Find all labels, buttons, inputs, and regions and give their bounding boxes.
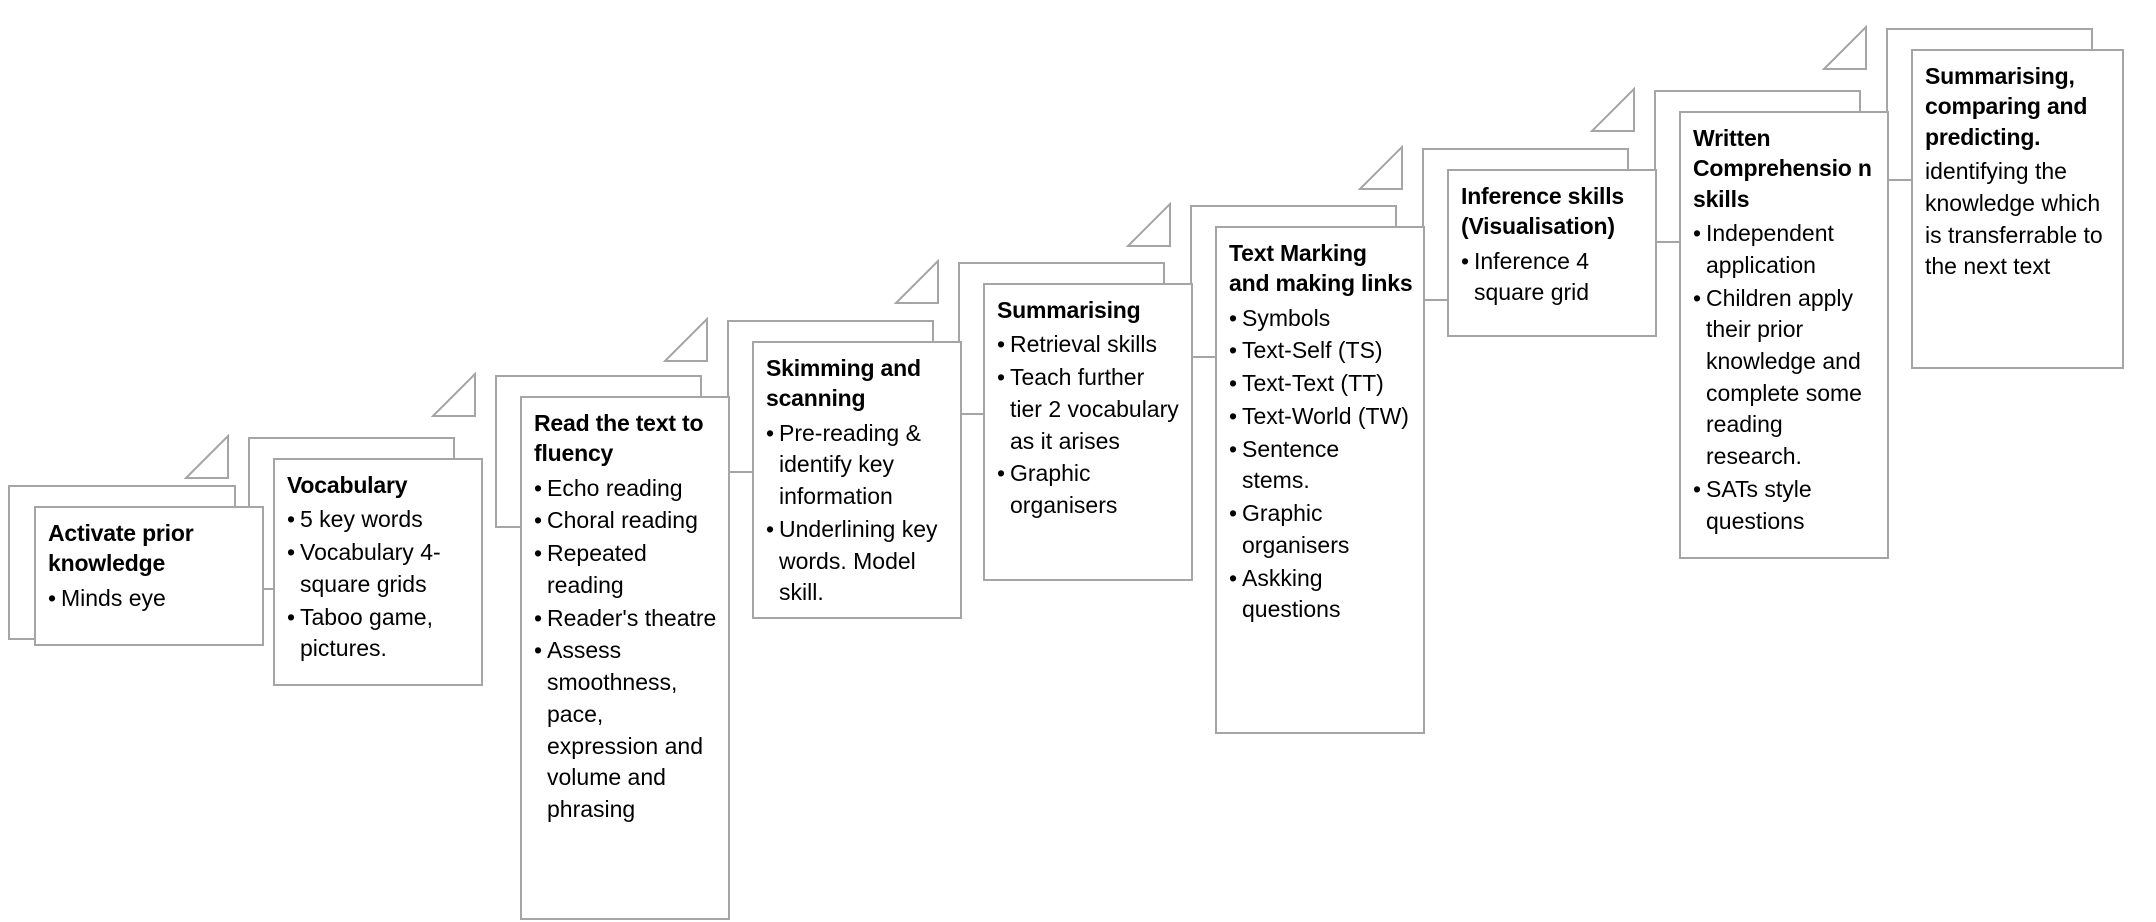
step-6[interactable]: Text Marking and making links Symbols Te…: [1126, 202, 1425, 735]
step-7-bullets: Inference 4 square grid: [1461, 246, 1645, 309]
bullet-item: Inference 4 square grid: [1461, 246, 1645, 309]
step-3-title: Read the text to fluency: [534, 410, 704, 467]
bullet-item: Minds eye: [48, 583, 252, 615]
bullet-item: Vocabulary 4-square grids: [287, 537, 471, 600]
bullet-item: Assess smoothness, pace, expression and …: [534, 635, 718, 825]
step-4[interactable]: Skimming and scanning Pre-reading & iden…: [663, 317, 962, 620]
step-2[interactable]: Vocabulary 5 key words Vocabulary 4-squa…: [184, 434, 483, 687]
step-1[interactable]: Activate prior knowledge Minds eye: [8, 485, 264, 646]
bullet-item: SATs style questions: [1693, 474, 1877, 537]
bullet-item: 5 key words: [287, 504, 471, 536]
step-4-card[interactable]: Skimming and scanning Pre-reading & iden…: [752, 341, 962, 619]
step-9-note: identifying the knowledge which is trans…: [1925, 158, 2103, 280]
step-5[interactable]: Summarising Retrieval skills Teach furth…: [894, 259, 1193, 582]
bullet-item: Text-Self (TS): [1229, 335, 1413, 367]
step-1-title: Activate prior knowledge: [48, 520, 194, 577]
step-4-title: Skimming and scanning: [766, 355, 921, 412]
bullet-item: Text-Text (TT): [1229, 368, 1413, 400]
step-9-title: Summarising, comparing and predicting.: [1925, 63, 2088, 150]
step-4-riser-triangle: [663, 317, 709, 363]
bullet-item: Graphic organisers: [1229, 498, 1413, 561]
step-8-riser-triangle: [1590, 87, 1636, 133]
bullet-item: Sentence stems.: [1229, 434, 1413, 497]
step-6-riser-triangle: [1126, 202, 1172, 248]
bullet-item: Reader's theatre: [534, 603, 718, 635]
step-1-card[interactable]: Activate prior knowledge Minds eye: [34, 506, 264, 646]
step-4-bullets: Pre-reading & identify key information U…: [766, 418, 950, 609]
step-8[interactable]: Written Comprehensio n skills Independen…: [1590, 87, 1889, 560]
step-5-card[interactable]: Summarising Retrieval skills Teach furth…: [983, 283, 1193, 581]
step-9[interactable]: Summarising, comparing and predicting. i…: [1822, 25, 2126, 369]
bullet-item: Underlining key words. Model skill.: [766, 514, 950, 609]
step-1-bullets: Minds eye: [48, 583, 252, 615]
bullet-item: Choral reading: [534, 505, 718, 537]
step-8-title: Written Comprehensio n skills: [1693, 125, 1872, 212]
step-7[interactable]: Inference skills (Visualisation) Inferen…: [1358, 145, 1657, 338]
bullet-item: Echo reading: [534, 473, 718, 505]
step-7-title: Inference skills (Visualisation): [1461, 183, 1624, 240]
step-2-card[interactable]: Vocabulary 5 key words Vocabulary 4-squa…: [273, 458, 483, 686]
step-2-title: Vocabulary: [287, 472, 408, 498]
step-5-riser-triangle: [894, 259, 940, 305]
bullet-item: Children apply their prior knowledge and…: [1693, 283, 1877, 473]
step-2-riser-triangle: [184, 434, 230, 480]
bullet-item: Repeated reading: [534, 538, 718, 601]
step-7-riser-triangle: [1358, 145, 1404, 191]
step-8-card[interactable]: Written Comprehensio n skills Independen…: [1679, 111, 1889, 559]
step-5-bullets: Retrieval skills Teach further tier 2 vo…: [997, 329, 1181, 521]
bullet-item: Teach further tier 2 vocabulary as it ar…: [997, 362, 1181, 457]
bullet-item: Retrieval skills: [997, 329, 1181, 361]
step-8-bullets: Independent application Children apply t…: [1693, 218, 1877, 537]
bullet-item: Graphic organisers: [997, 458, 1181, 521]
step-9-card[interactable]: Summarising, comparing and predicting. i…: [1911, 49, 2124, 369]
step-3-bullets: Echo reading Choral reading Repeated rea…: [534, 473, 718, 826]
step-3-card[interactable]: Read the text to fluency Echo reading Ch…: [520, 396, 730, 920]
step-6-bullets: Symbols Text-Self (TS) Text-Text (TT) Te…: [1229, 303, 1413, 626]
bullet-item: Symbols: [1229, 303, 1413, 335]
bullet-item: Taboo game, pictures.: [287, 602, 471, 665]
step-3[interactable]: Read the text to fluency Echo reading Ch…: [431, 372, 730, 920]
step-3-riser-triangle: [431, 372, 477, 418]
step-2-bullets: 5 key words Vocabulary 4-square grids Ta…: [287, 504, 471, 665]
step-9-riser-triangle: [1822, 25, 1868, 71]
step-7-card[interactable]: Inference skills (Visualisation) Inferen…: [1447, 169, 1657, 337]
step-5-title: Summarising: [997, 297, 1141, 323]
bullet-item: Text-World (TW): [1229, 401, 1413, 433]
step-6-card[interactable]: Text Marking and making links Symbols Te…: [1215, 226, 1425, 734]
bullet-item: Pre-reading & identify key information: [766, 418, 950, 513]
bullet-item: Independent application: [1693, 218, 1877, 281]
bullet-item: Askking questions: [1229, 563, 1413, 626]
step-6-title: Text Marking and making links: [1229, 240, 1413, 297]
